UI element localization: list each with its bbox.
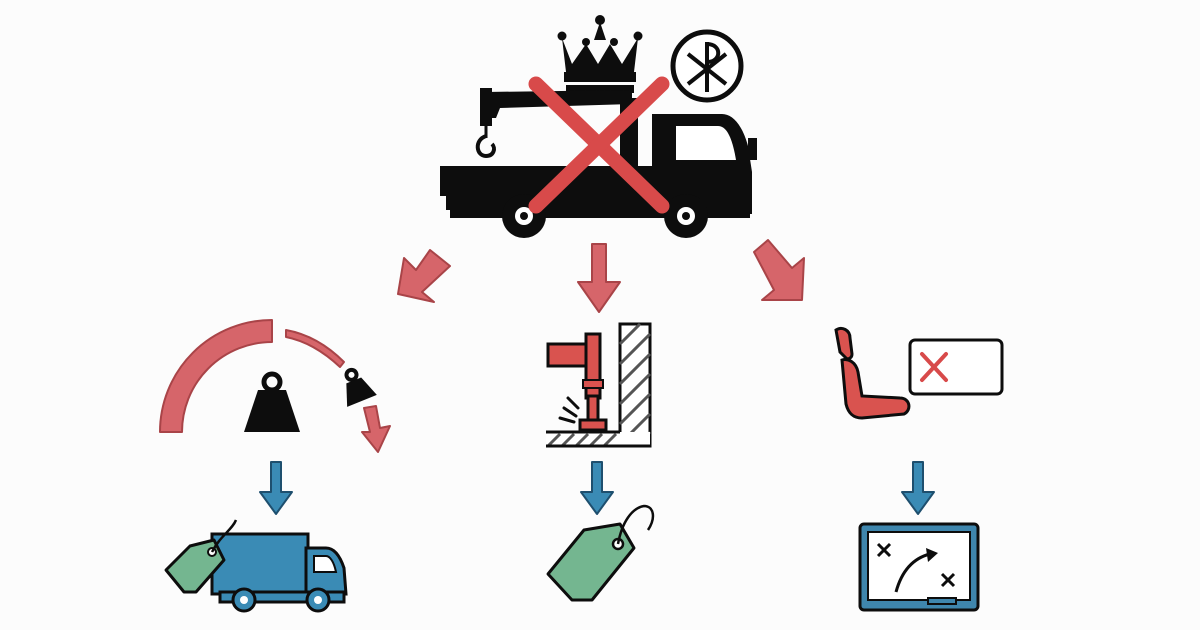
red-arrow-down-right: [753, 239, 805, 301]
wall-icon: [618, 322, 652, 448]
impact-icon: [558, 396, 580, 424]
box-truck-icon: [210, 532, 348, 613]
seat-icon: [834, 326, 911, 420]
red-arrow-down-left: [397, 249, 451, 303]
small-weight-icon: [344, 367, 377, 407]
heavy-weight-icon: [244, 371, 300, 432]
blue-arrow-down: [901, 461, 935, 515]
operator-branch: [834, 326, 1004, 420]
red-x-icon: [528, 76, 670, 214]
blue-arrow-down: [580, 461, 614, 515]
tactics-board-icon: [858, 522, 980, 612]
outrigger-icon: [546, 332, 608, 432]
curved-arrow-icon: [361, 405, 391, 453]
crane-truck-group: [440, 15, 757, 238]
chi-rho-icon: [670, 29, 744, 103]
weight-branch: [159, 319, 391, 453]
crane-truck-icon: [440, 88, 757, 238]
crown-icon: [557, 15, 643, 93]
blue-arrow-down: [259, 461, 293, 515]
price-tag-icon: [164, 519, 238, 594]
license-card-icon: [908, 338, 1004, 396]
ground-icon: [546, 430, 650, 448]
result-weight: [164, 519, 348, 613]
outrigger-branch: [546, 322, 652, 448]
capacity-arc-tail: [285, 329, 345, 368]
result-operator: [858, 522, 980, 612]
price-tag-icon: [546, 504, 655, 602]
red-arrow-down: [577, 243, 621, 313]
result-outrigger: [546, 504, 655, 602]
capacity-arc-icon: [159, 319, 273, 433]
